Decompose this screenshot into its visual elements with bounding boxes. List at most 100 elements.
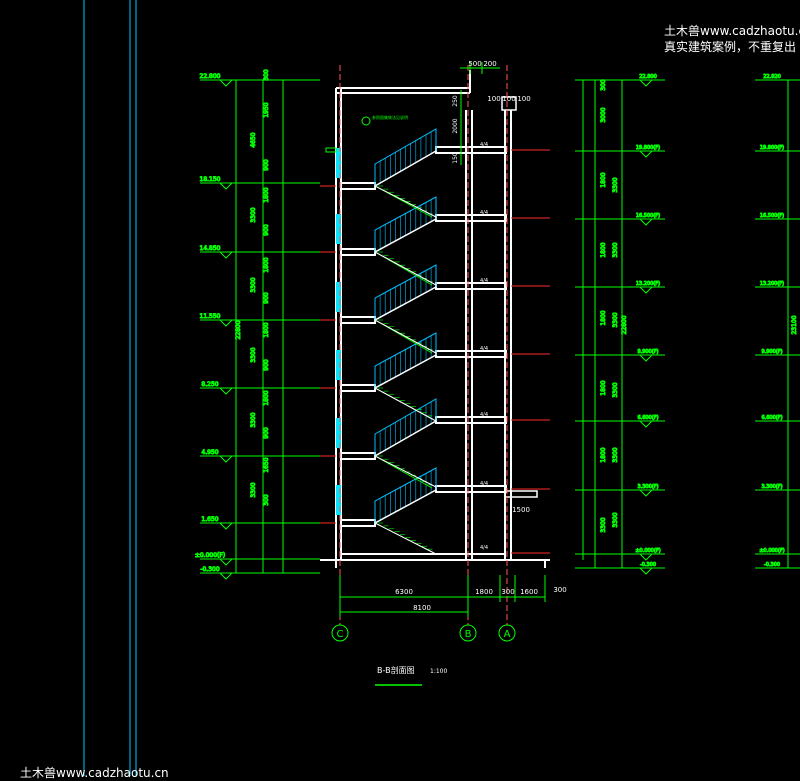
level-mark	[639, 567, 653, 575]
watermark-top-line2: 真实建筑案例，不重复出	[664, 40, 797, 54]
window-glass	[336, 350, 341, 380]
flight-line	[374, 420, 437, 457]
left-dim-mid: 4650	[250, 132, 257, 147]
watermark-bottom: 土木兽www.cadzhaotu.cn	[20, 766, 169, 780]
far-right-elevation: 22.920	[763, 74, 781, 80]
left-dim-outer: 1800	[263, 390, 270, 405]
right-elevation: 3.300(F)	[637, 484, 658, 490]
watermark-top-line1: 土木兽www.cadzhaotu.c	[664, 24, 800, 38]
drawing-title: B-B剖面图	[377, 665, 415, 675]
bottom-dim-1800: 1800	[475, 588, 493, 596]
floor-tag: 4/4	[480, 412, 488, 418]
far-right-elevation: 3.300(F)	[761, 484, 782, 490]
left-dim-outer: 900	[263, 159, 270, 171]
right-dim-total: 22800	[621, 315, 628, 334]
left-dim-mid: 3300	[250, 482, 257, 497]
bottom-dim-total: 8100	[413, 604, 431, 612]
floor-tag: 4/4	[480, 142, 488, 148]
right-dim-outer: 3300	[600, 517, 607, 532]
right-elevation: -0.300	[640, 562, 656, 568]
left-elevation: 22.800	[200, 73, 221, 80]
level-mark	[219, 251, 233, 259]
landing-slab	[340, 519, 376, 527]
window-openings	[325, 147, 341, 515]
left-dim-outer: 300	[263, 494, 270, 506]
stair-landings	[340, 182, 376, 527]
window-glass	[336, 282, 341, 312]
left-dim-mid: 3300	[250, 277, 257, 292]
flight-line	[374, 251, 437, 286]
top-dim-100b: 100	[502, 95, 515, 103]
left-elevation: 4.950	[201, 449, 218, 456]
axis-label-a: A	[504, 629, 511, 640]
left-elevation: ±0.000(F)	[195, 552, 225, 559]
level-mark	[639, 420, 653, 428]
wall-bracket	[325, 147, 337, 153]
right-dimension-chain: 22.80019.800(F)16.500(F)13.200(F)9.900(F…	[575, 74, 665, 575]
level-indicator-lines	[320, 149, 550, 554]
right-elevation: 13.200(F)	[636, 281, 660, 287]
left-dim-outer: 900	[263, 427, 270, 439]
left-elevation: 18.150	[200, 176, 221, 183]
floor-tag: 4/4	[480, 278, 488, 284]
far-right-elevation: 19.800(F)	[760, 145, 784, 151]
left-elevation: 8.250	[201, 381, 218, 388]
stair-flights	[374, 128, 437, 555]
top-dim-200: 200	[483, 60, 496, 68]
far-right-elevation: 16.500(F)	[760, 213, 784, 219]
flight-line	[374, 185, 437, 218]
canopy-dim-1500: 1500	[512, 506, 530, 514]
level-mark	[639, 354, 653, 362]
top-dim-500: 500	[468, 60, 481, 68]
window-glass	[336, 485, 341, 515]
left-dim-outer: 1800	[263, 187, 270, 202]
landing-slab	[340, 452, 376, 460]
right-dim-outer: 1800	[600, 380, 607, 395]
window-glass	[336, 418, 341, 448]
far-right-elevation: ±0.000(F)	[759, 548, 784, 554]
building-outline	[320, 70, 550, 568]
flight-line	[374, 286, 437, 321]
level-mark	[639, 553, 653, 561]
flight-line	[374, 387, 437, 422]
floor-tag: 4/4	[480, 346, 488, 352]
left-dim-outer: 1950	[263, 102, 270, 117]
floor-tag: 4/4	[480, 210, 488, 216]
far-right-elevation: 13.200(F)	[760, 281, 784, 287]
window-glass	[336, 148, 341, 178]
level-mark	[639, 79, 653, 87]
level-mark	[639, 218, 653, 226]
landing-slab	[340, 182, 376, 190]
top-dim-2000: 2000	[452, 118, 459, 133]
right-elevation: ±0.000(F)	[635, 548, 660, 554]
level-mark	[219, 182, 233, 190]
top-dim-250: 250	[452, 95, 459, 107]
right-elevation: 6.600(F)	[637, 415, 658, 421]
right-dim-mid: 3300	[612, 512, 619, 527]
top-dim-150: 150	[452, 152, 459, 164]
flight-line	[374, 455, 437, 488]
left-dim-mid: 3300	[250, 412, 257, 427]
right-dim-outer: 3000	[600, 107, 607, 122]
flight-line	[374, 522, 437, 555]
left-dim-mid: 3300	[250, 347, 257, 362]
drawing-scale: 1:100	[430, 668, 447, 675]
level-mark	[219, 319, 233, 327]
far-right-dim-total: 23100	[791, 315, 798, 334]
right-dim-outer: 1800	[600, 172, 607, 187]
floor-tags: 4/44/44/44/44/44/44/4	[480, 142, 488, 551]
level-mark	[219, 455, 233, 463]
left-dim-outer: 900	[263, 224, 270, 236]
far-right-elevation: 6.600(F)	[761, 415, 782, 421]
top-dimension-chain	[460, 62, 584, 560]
right-dim-mid: 3300	[612, 447, 619, 462]
right-elevation: 19.800(F)	[636, 145, 660, 151]
left-dim-total: 22800	[235, 320, 242, 339]
left-elevation: 1.650	[201, 516, 218, 523]
far-right-dimension-chain: 22.92019.800(F)16.500(F)13.200(F)9.900(F…	[755, 74, 800, 569]
left-dim-mid: 3300	[250, 207, 257, 222]
left-elevation: -0.300	[200, 566, 220, 573]
right-dim-mid: 3300	[612, 312, 619, 327]
landing-slab	[340, 316, 376, 324]
